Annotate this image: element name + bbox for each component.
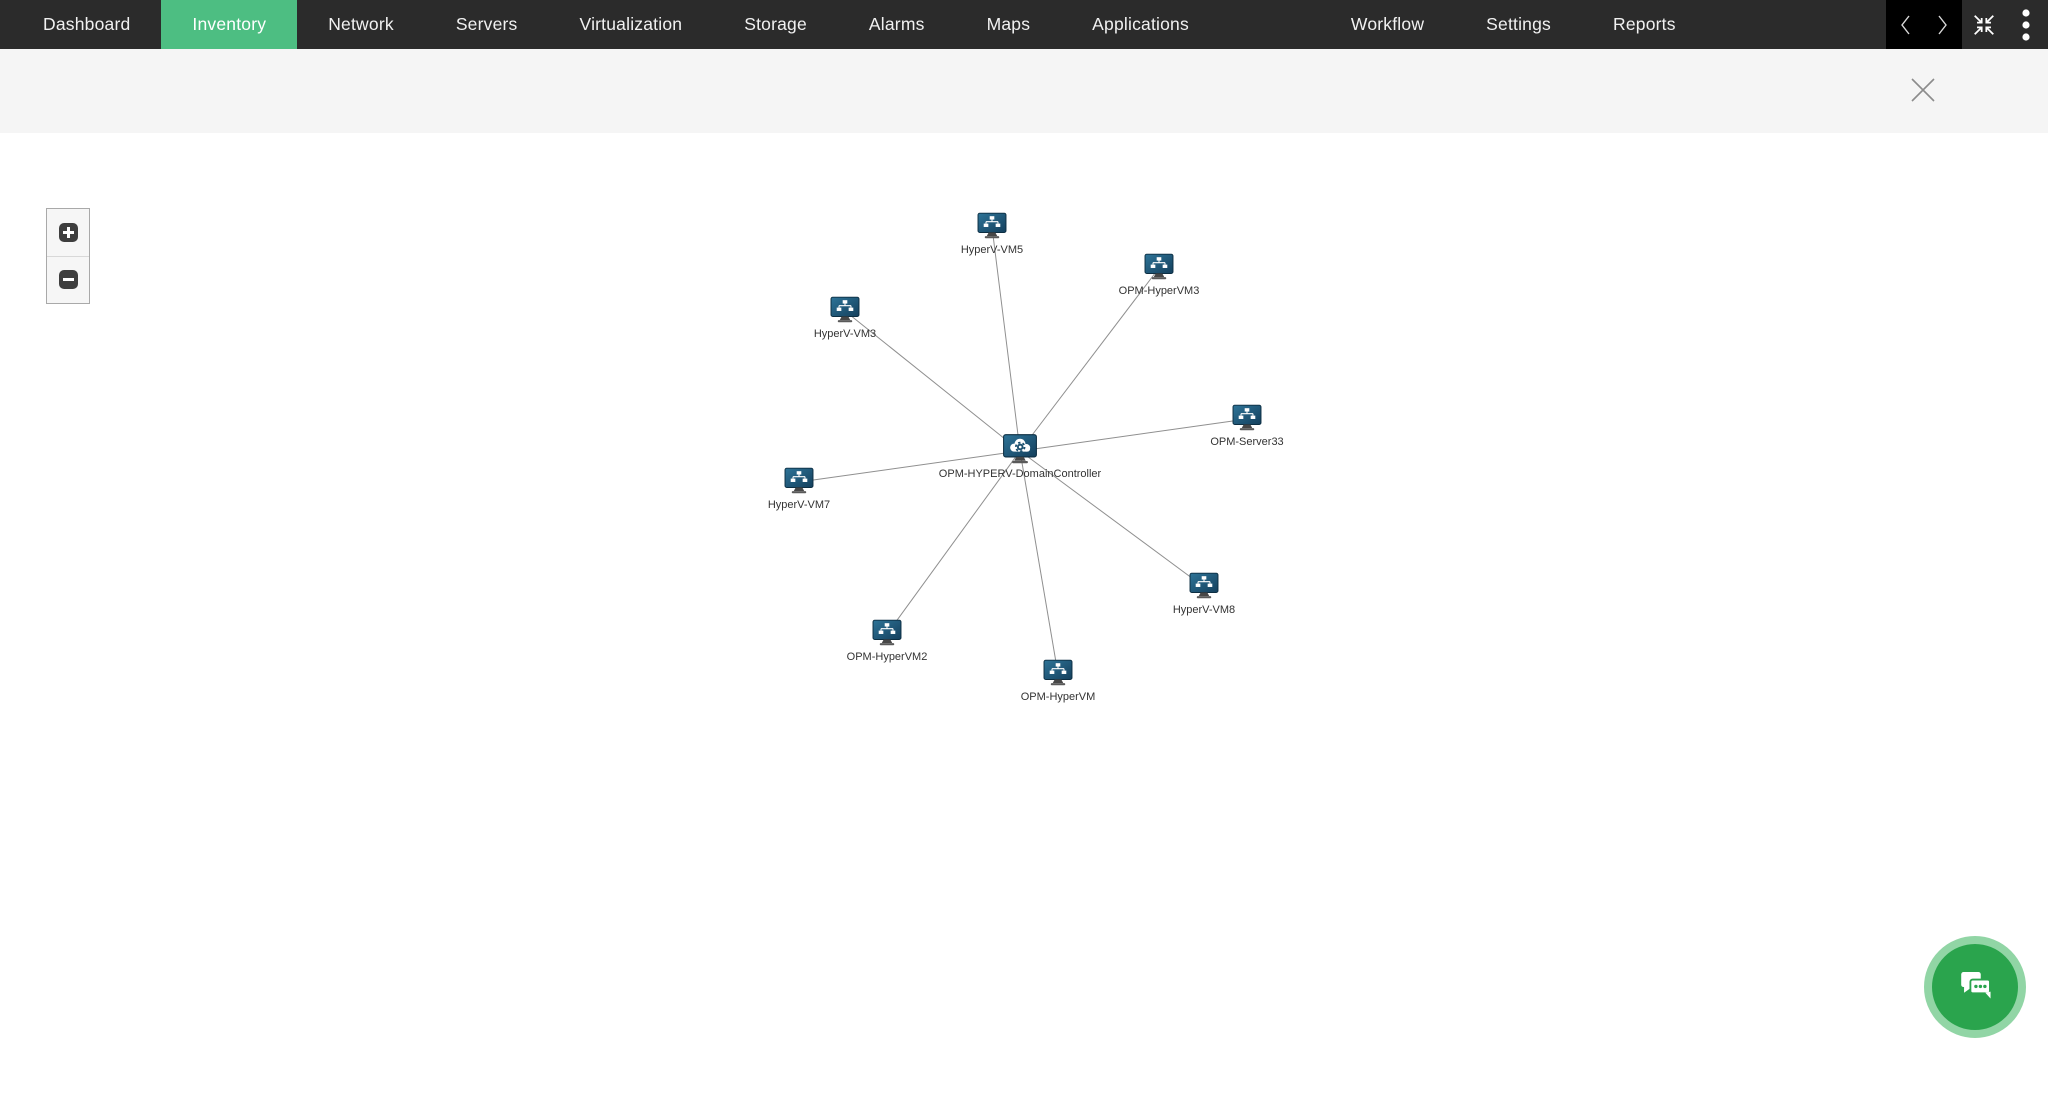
nav-tab-virtualization[interactable]: Virtualization: [579, 14, 683, 34]
topology-edge: [798, 450, 1021, 483]
nav-tab-servers[interactable]: Servers: [455, 14, 518, 34]
top-navbar: Dashboard Inventory Network Servers Virtuali…: [0, 0, 2048, 49]
topology-edge: [1019, 450, 1205, 588]
topology-edge: [991, 226, 1021, 452]
nav-tabs: Dashboard Inventory Network Servers Virtuali…: [0, 0, 1707, 49]
nav-tab-alarms[interactable]: Alarms: [868, 14, 925, 34]
nav-tab-settings[interactable]: Settings: [1486, 14, 1551, 34]
chat-support-button[interactable]: [1924, 936, 2026, 1038]
nav-tab-maps[interactable]: Maps: [986, 14, 1031, 34]
vm-monitor-icon: [1144, 253, 1175, 280]
vm-monitor-icon: [830, 296, 861, 323]
nav-tab-applications[interactable]: Applications: [1092, 14, 1189, 34]
node-label: OPM-HyperVM3: [1118, 285, 1200, 297]
node-label: OPM-HyperVM: [1020, 691, 1096, 703]
zoom-out-button[interactable]: [47, 255, 89, 304]
nav-tab-dashboard[interactable]: Dashboard: [43, 14, 131, 34]
nav-scroll-left-button[interactable]: [1891, 0, 1921, 49]
nav-tab-workflow[interactable]: Workflow: [1350, 14, 1425, 34]
map-toolbar: [0, 49, 2048, 133]
zoom-in-button[interactable]: [47, 209, 89, 256]
vm-monitor-icon: [977, 212, 1008, 239]
node-label: OPM-HyperVM2: [846, 651, 928, 663]
compress-arrows-icon: [1974, 14, 1994, 35]
vm-monitor-icon: [1043, 659, 1074, 686]
collapse-view-button[interactable]: [1962, 0, 2006, 49]
topology-edge: [1019, 450, 1059, 675]
nav-tab-reports[interactable]: Reports: [1613, 14, 1676, 34]
node-label: OPM-HYPERV-DomainController: [938, 468, 1102, 480]
vm-monitor-icon: [1189, 572, 1220, 599]
chevron-right-icon: [1938, 15, 1947, 34]
nav-pager: [1886, 0, 1962, 49]
nav-scroll-right-button[interactable]: [1927, 0, 1957, 49]
kebab-menu-icon: [2022, 8, 2030, 41]
topology-edge: [844, 310, 1021, 452]
plus-icon: [58, 222, 78, 242]
close-icon: [1911, 78, 1935, 102]
vm-monitor-icon: [1232, 404, 1263, 431]
close-map-button[interactable]: [1907, 75, 1939, 107]
more-options-button[interactable]: [2006, 0, 2046, 49]
node-label: HyperV-VM5: [960, 244, 1024, 256]
topology-edge: [1019, 418, 1248, 452]
minus-icon: [58, 270, 78, 290]
hypervisor-monitor-icon: [1002, 434, 1038, 466]
nav-tab-network[interactable]: Network: [328, 14, 394, 34]
topology-edge: [1019, 267, 1160, 452]
node-label: HyperV-VM3: [813, 328, 877, 340]
chevron-left-icon: [1901, 15, 1910, 34]
vm-monitor-icon: [872, 619, 903, 646]
nav-tab-storage[interactable]: Storage: [744, 14, 807, 34]
node-label: OPM-Server33: [1210, 436, 1284, 448]
topology-map: [0, 133, 2048, 1106]
chat-bubbles-icon: [1961, 972, 1991, 999]
node-label: HyperV-VM8: [1172, 604, 1236, 616]
node-label: HyperV-VM7: [767, 499, 831, 511]
navbar-right-controls: [1886, 0, 2048, 49]
topology-edge: [886, 450, 1021, 635]
map-zoom-control: [46, 208, 90, 304]
nav-tab-inventory[interactable]: Inventory: [161, 0, 298, 49]
vm-monitor-icon: [784, 467, 815, 494]
